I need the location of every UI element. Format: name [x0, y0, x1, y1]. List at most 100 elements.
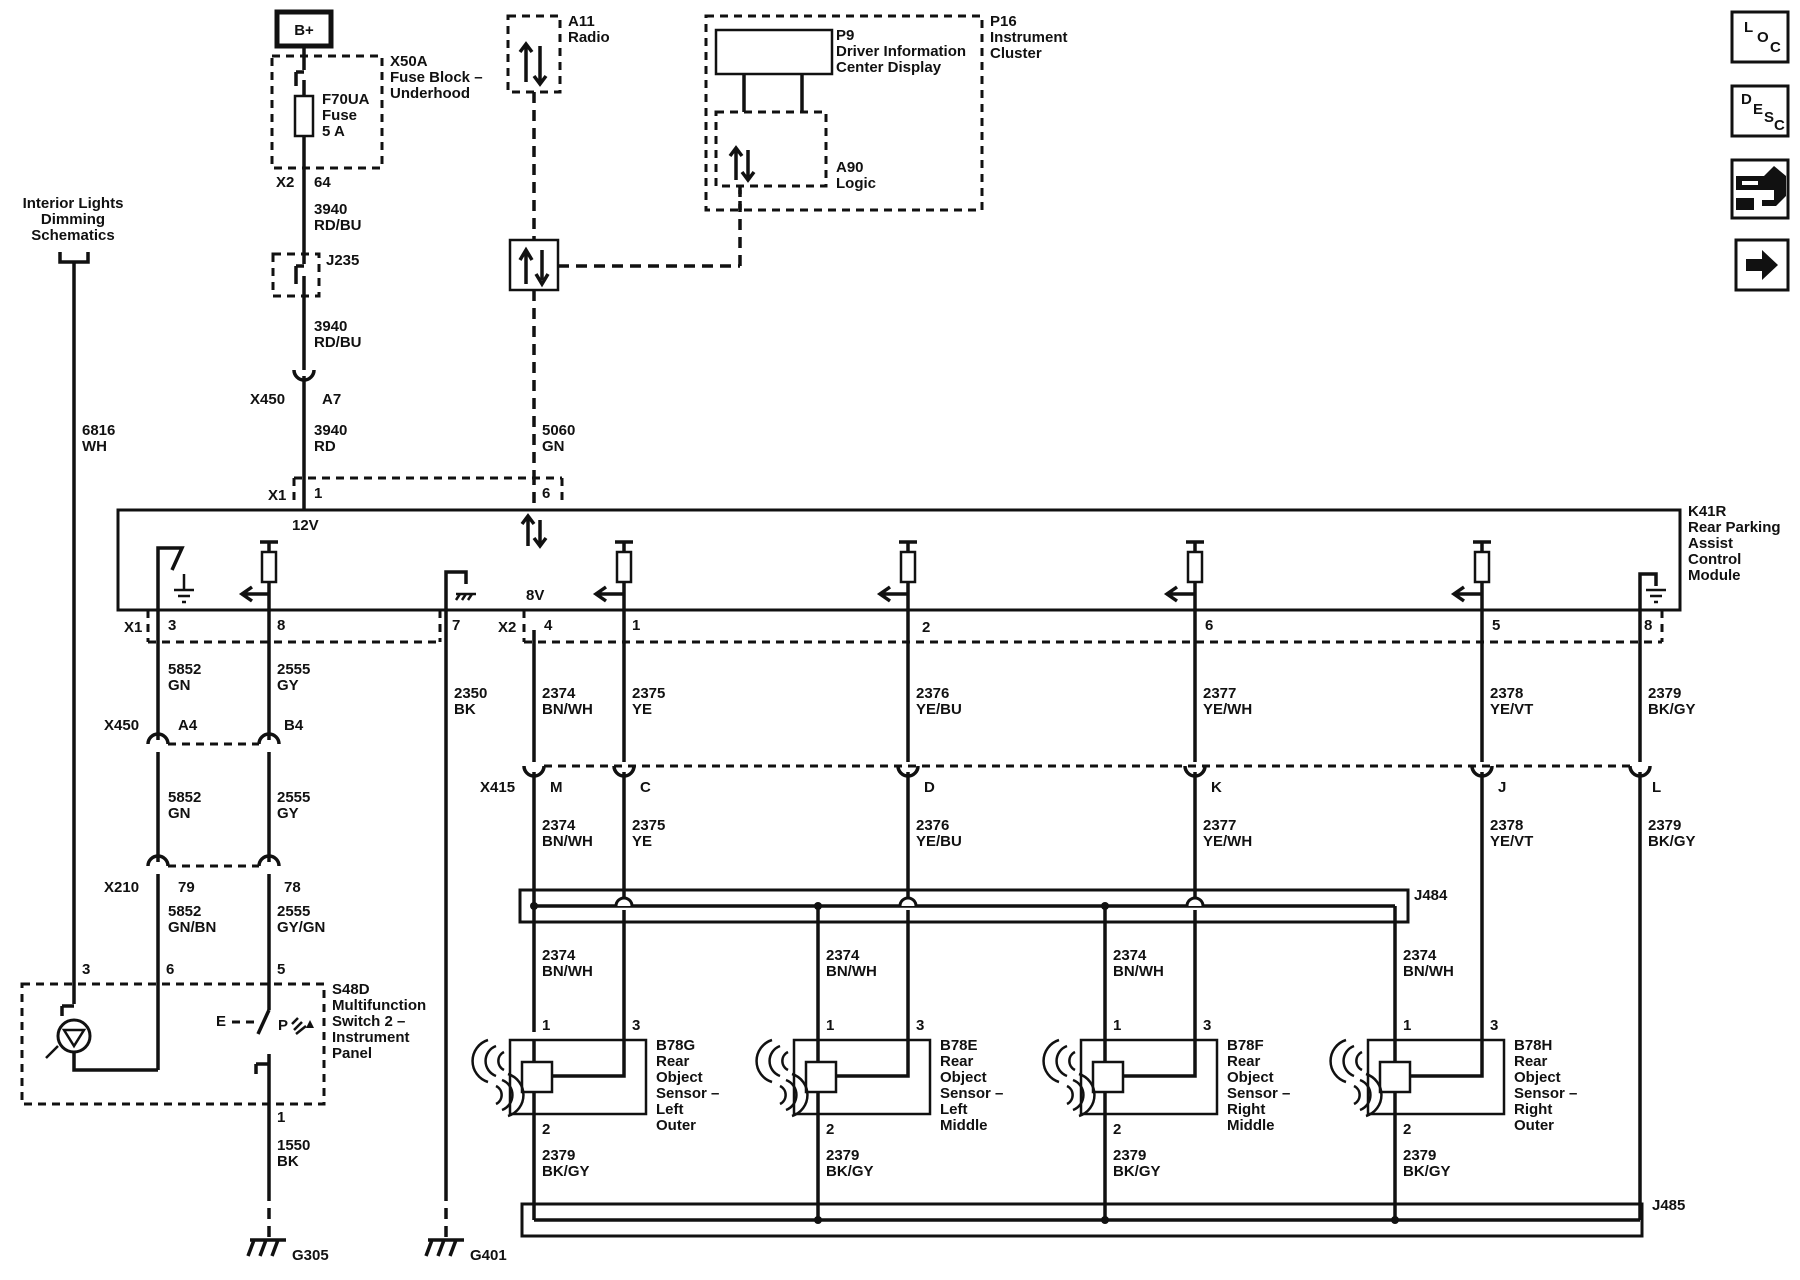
svg-text:K: K	[1211, 779, 1222, 796]
fuse-rating: 5 A	[322, 123, 345, 140]
fuse-name: F70UA	[322, 91, 370, 108]
svg-text:Interior Lights: Interior Lights	[23, 195, 124, 212]
svg-text:Sensor –: Sensor –	[940, 1085, 1003, 1102]
next-page-button[interactable]	[1734, 238, 1790, 292]
svg-text:2379: 2379	[1113, 1147, 1146, 1164]
svg-text:1: 1	[314, 485, 322, 502]
svg-text:GY: GY	[277, 677, 299, 694]
dic-display	[714, 28, 834, 76]
svg-text:B4: B4	[284, 717, 304, 734]
ground-label: G305	[292, 1247, 329, 1264]
svg-text:2555: 2555	[277, 661, 310, 678]
svg-text:BK/GY: BK/GY	[826, 1163, 874, 1180]
power-label: B+	[294, 22, 314, 39]
ground-g305: G305	[246, 1238, 329, 1264]
connector-pin: A7	[322, 391, 341, 408]
svg-text:BK: BK	[454, 701, 476, 718]
svg-text:2555: 2555	[277, 789, 310, 806]
radio-desc: Radio	[568, 29, 610, 46]
logic-name: A90	[836, 159, 864, 176]
svg-text:3: 3	[1203, 1017, 1211, 1034]
svg-text:S: S	[1764, 109, 1774, 126]
ultrasonic-icon	[1066, 1072, 1096, 1118]
svg-text:Rear: Rear	[1227, 1053, 1261, 1070]
arrow-right-icon	[1746, 250, 1778, 280]
svg-text:Sensor –: Sensor –	[656, 1085, 719, 1102]
svg-text:D: D	[924, 779, 935, 796]
svg-text:79: 79	[178, 879, 195, 896]
svg-text:8: 8	[1644, 617, 1652, 634]
svg-text:2374: 2374	[1403, 947, 1437, 964]
svg-text:Left: Left	[656, 1101, 684, 1118]
svg-text:2379: 2379	[1648, 817, 1681, 834]
splice-label: J235	[326, 252, 359, 269]
svg-text:1: 1	[1113, 1017, 1121, 1034]
svg-text:C: C	[640, 779, 651, 796]
svg-text:BK/GY: BK/GY	[1403, 1163, 1451, 1180]
svg-text:Control: Control	[1688, 551, 1741, 568]
ultrasonic-icon	[495, 1072, 525, 1118]
svg-text:O: O	[1757, 29, 1769, 46]
svg-text:GN/BN: GN/BN	[168, 919, 216, 936]
svg-text:2375: 2375	[632, 685, 665, 702]
svg-text:2379: 2379	[826, 1147, 859, 1164]
connector-label: X210	[104, 879, 139, 896]
ultrasonic-icon	[471, 1038, 505, 1084]
pullup-x1-8	[238, 540, 278, 630]
voltage-8v: 8V	[526, 587, 544, 604]
svg-text:1: 1	[542, 1017, 550, 1034]
svg-text:2379: 2379	[1403, 1147, 1436, 1164]
connector-label: X450	[250, 391, 285, 408]
splice-label: J484	[1414, 887, 1448, 904]
svg-text:2376: 2376	[916, 685, 949, 702]
description-button[interactable]: D E S C	[1730, 84, 1790, 138]
svg-text:1: 1	[277, 1109, 285, 1126]
svg-text:YE/WH: YE/WH	[1203, 701, 1252, 718]
svg-text:Object: Object	[1514, 1069, 1561, 1086]
connector-x210: X210 79 78	[104, 854, 301, 896]
sensor-name: B78E	[940, 1037, 978, 1054]
svg-text:A4: A4	[178, 717, 198, 734]
connector-x450-mid: X450 A4 B4	[104, 717, 304, 746]
svg-text:2350: 2350	[454, 685, 487, 702]
voltage-12v: 12V	[292, 517, 319, 534]
svg-text:2379: 2379	[1648, 685, 1681, 702]
wire-color: RD	[314, 438, 336, 455]
svg-text:5: 5	[1492, 617, 1500, 634]
pullup-sensor-c	[592, 540, 633, 630]
fuse-element	[293, 94, 315, 138]
svg-text:BN/WH: BN/WH	[826, 963, 877, 980]
svg-text:2: 2	[542, 1121, 550, 1138]
svg-text:1: 1	[632, 617, 640, 634]
svg-text:Right: Right	[1514, 1101, 1552, 1118]
connector-label: X1	[268, 487, 286, 504]
wire-color: WH	[82, 438, 107, 455]
svg-text:Driver Information: Driver Information	[836, 43, 966, 60]
svg-text:L: L	[1652, 779, 1661, 796]
ultrasonic-icon	[755, 1038, 789, 1084]
svg-text:Instrument: Instrument	[332, 1029, 410, 1046]
svg-text:Outer: Outer	[656, 1117, 696, 1134]
svg-text:78: 78	[284, 879, 301, 896]
svg-text:BK/GY: BK/GY	[1113, 1163, 1161, 1180]
svg-text:Logic: Logic	[836, 175, 876, 192]
svg-text:Rear: Rear	[656, 1053, 690, 1070]
svg-text:BK: BK	[277, 1153, 299, 1170]
svg-text:4: 4	[544, 617, 553, 634]
wire-label: 3940	[314, 318, 347, 335]
svg-text:6: 6	[1205, 617, 1213, 634]
sensor-b78e: 1 3 2 B78E Rear Object Sensor – Left Mid…	[755, 947, 1003, 1180]
svg-text:Object: Object	[940, 1069, 987, 1086]
svg-text:Cluster: Cluster	[990, 45, 1042, 62]
svg-text:Sensor –: Sensor –	[1514, 1085, 1577, 1102]
svg-text:5852: 5852	[168, 903, 201, 920]
svg-text:2377: 2377	[1203, 685, 1236, 702]
svg-text:Object: Object	[1227, 1069, 1274, 1086]
connector-view-button[interactable]	[1730, 158, 1790, 220]
location-button[interactable]: L O C	[1730, 10, 1790, 64]
svg-text:GN: GN	[168, 677, 191, 694]
fuse-block-pin: 64	[314, 174, 331, 191]
svg-text:Schematics: Schematics	[31, 227, 114, 244]
connector-label: X415	[480, 779, 515, 796]
sensor-b78h: 1 3 2 B78H Rear Object Sensor – Right Ou…	[1329, 947, 1577, 1180]
